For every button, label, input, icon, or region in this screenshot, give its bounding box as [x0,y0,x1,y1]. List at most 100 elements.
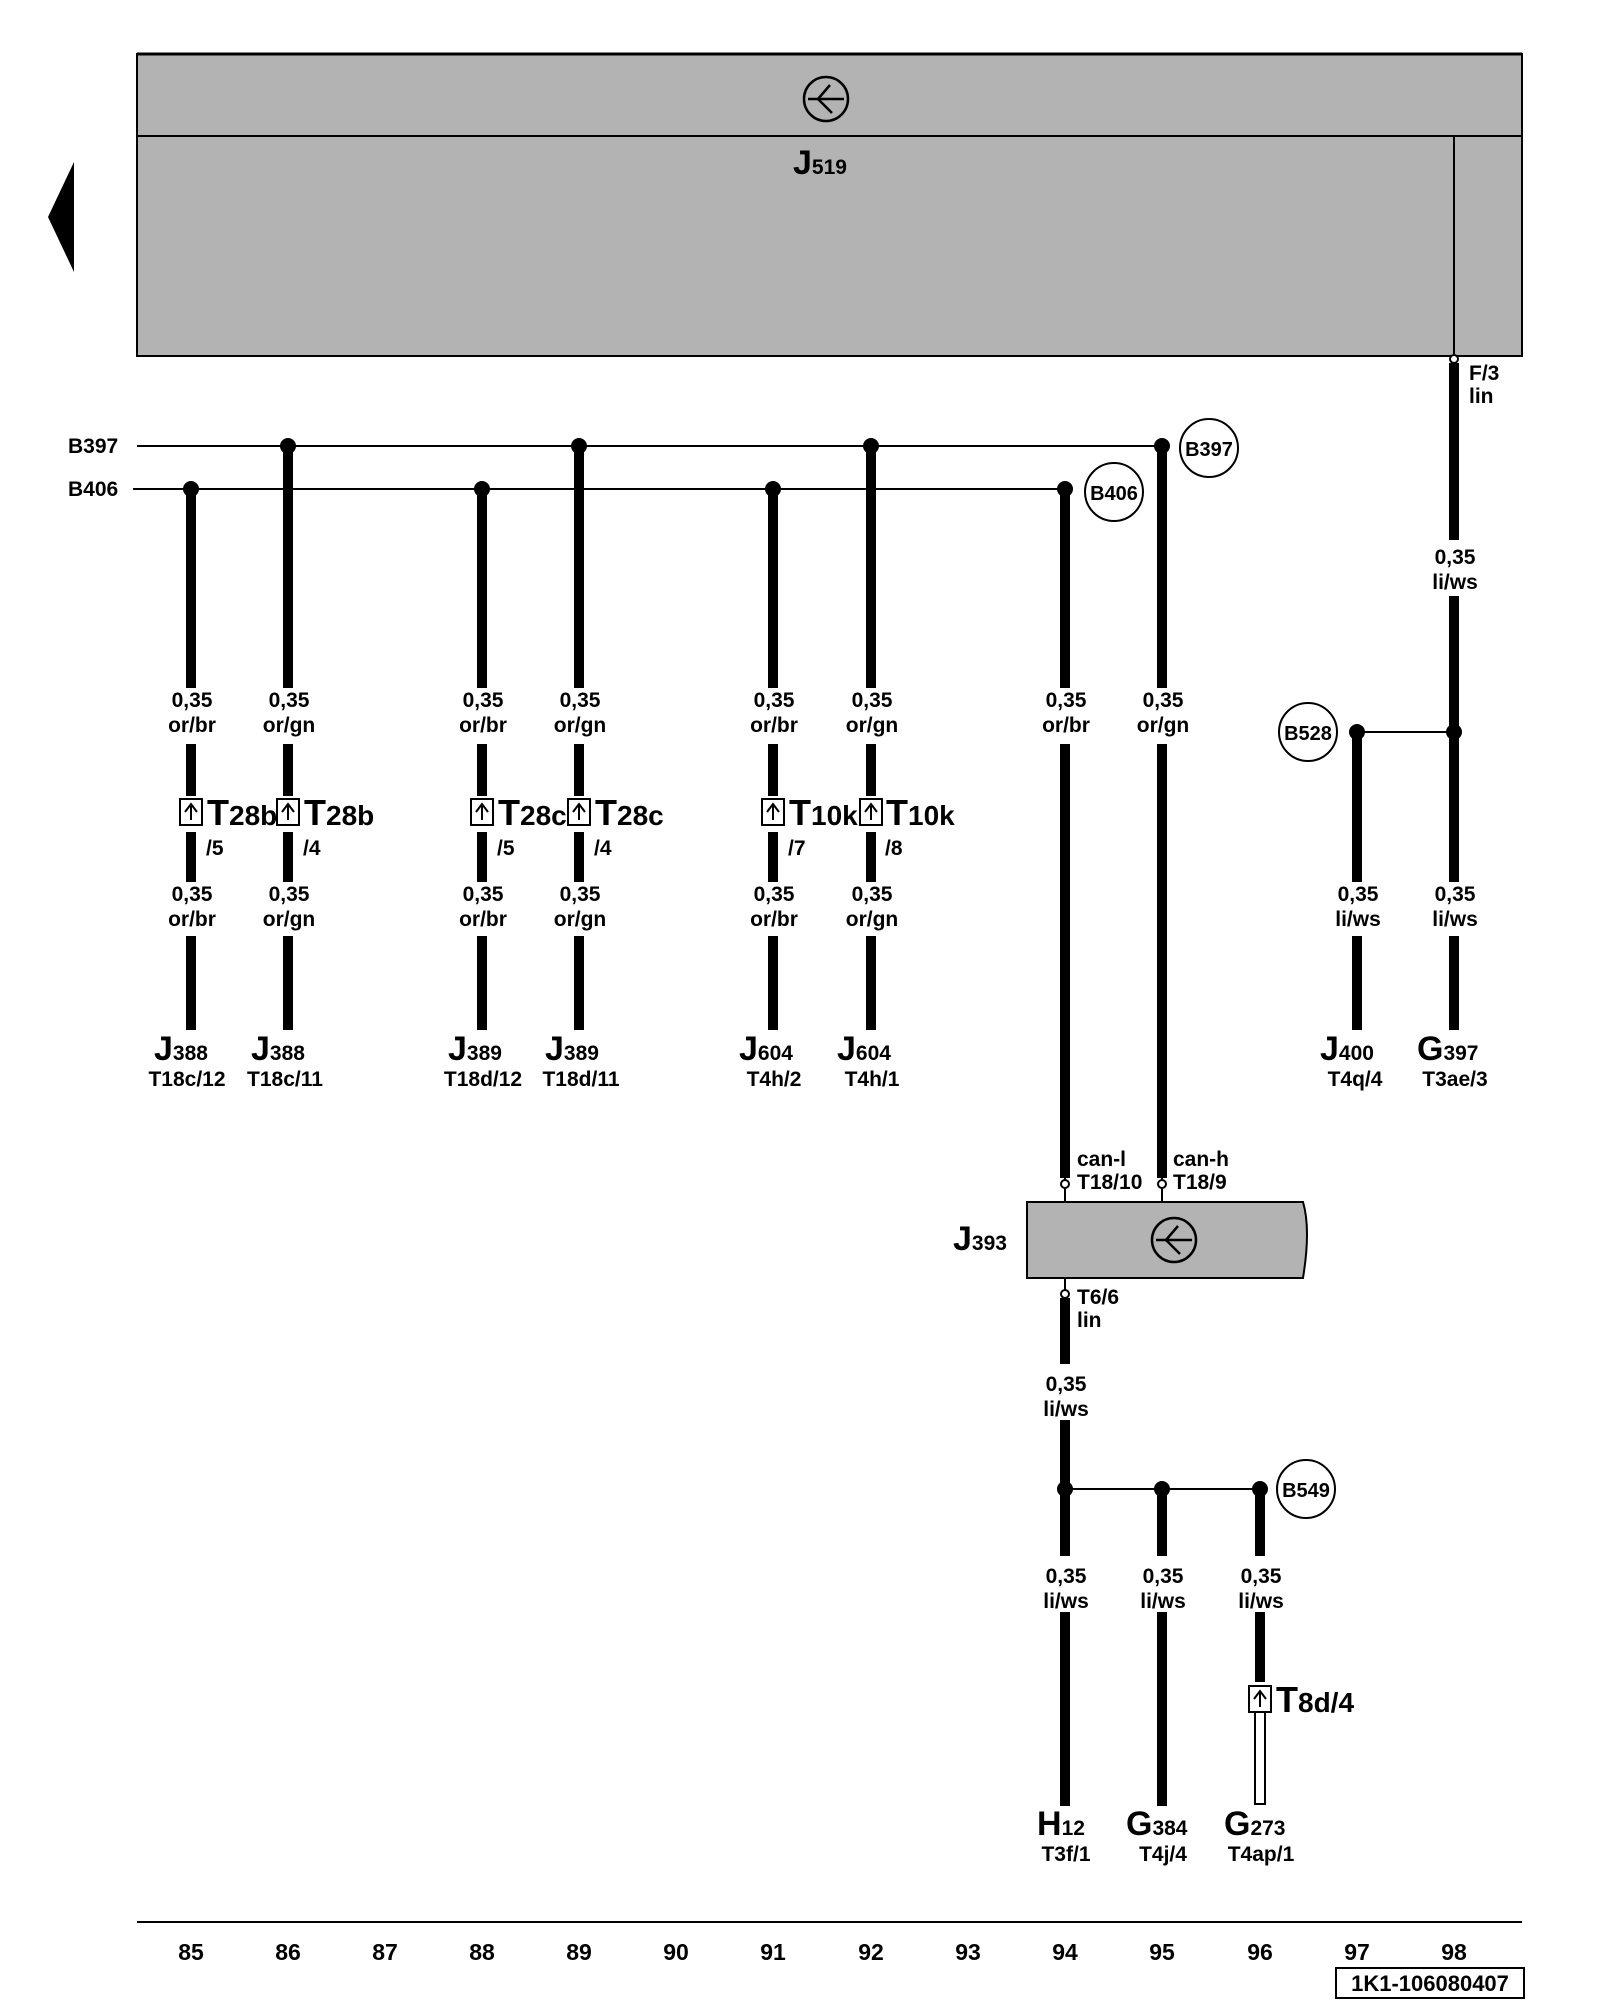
component-j389-t18d-11: J389 T18d/11 [542,1030,619,1091]
svg-text:92: 92 [858,1939,884,1965]
svg-text:T4q/4: T4q/4 [1328,1068,1383,1091]
svg-text:97: 97 [1344,1939,1370,1965]
lin-output: T6/6 lin 0,35 li/ws [1043,1278,1119,1489]
svg-text:B397: B397 [68,435,118,458]
svg-text:/7: /7 [788,837,806,860]
svg-text:T4j/4: T4j/4 [1139,1843,1187,1866]
svg-text:98: 98 [1441,1939,1467,1965]
svg-text:0,35: 0,35 [172,689,213,712]
svg-text:T10k: T10k [789,792,858,833]
svg-text:0,35: 0,35 [172,883,213,906]
connector-t8d-4: T8d/4 [1248,1679,1354,1720]
reference-code: 1K1-106080407 [1335,1967,1525,1999]
pin-f3: F/3 [1469,362,1499,385]
svg-text:0,35: 0,35 [560,689,601,712]
svg-text:0,35: 0,35 [754,883,795,906]
component-g397: G397 T3ae/3 [1417,1030,1488,1091]
component-j400: J400 T4q/4 [1320,1030,1383,1091]
svg-text:/4: /4 [594,837,612,860]
j519-number: 519 [812,156,847,179]
connector-t28c-5: T28c /5 [470,792,567,860]
pin-t6-6: T6/6 [1077,1286,1119,1309]
svg-text:J388: J388 [154,1030,208,1068]
svg-text:0,35: 0,35 [1143,689,1184,712]
control-unit-symbol-icon [1150,1216,1198,1264]
svg-text:or/br: or/br [168,908,216,931]
svg-text:86: 86 [275,1939,301,1965]
connector-t28c-4: T28c /4 [567,792,664,860]
svg-text:J393: J393 [953,1220,1007,1258]
svg-text:0,35: 0,35 [269,689,310,712]
svg-text:T3f/1: T3f/1 [1041,1843,1090,1866]
component-j604-t4h-1: J604 T4h/1 [837,1030,900,1091]
svg-text:0,35: 0,35 [1241,1565,1282,1588]
svg-text:or/gn: or/gn [1137,714,1190,737]
svg-text:87: 87 [372,1939,398,1965]
svg-text:0,35: 0,35 [463,883,504,906]
pin-t18-9: T18/9 [1173,1171,1227,1194]
svg-text:93: 93 [955,1939,981,1965]
svg-text:H12: H12 [1037,1805,1085,1843]
svg-text:li/ws: li/ws [1238,1590,1284,1613]
svg-text:G384: G384 [1126,1805,1188,1843]
svg-text:or/br: or/br [459,908,507,931]
svg-text:J604: J604 [739,1030,793,1068]
svg-text:G397: G397 [1417,1030,1479,1068]
node-b549: B549 [1276,1459,1336,1519]
svg-text:B406: B406 [68,478,118,501]
svg-text:/4: /4 [303,837,321,860]
svg-text:li/ws: li/ws [1335,908,1381,931]
svg-text:0,35: 0,35 [754,689,795,712]
svg-text:B406: B406 [1090,483,1138,505]
node-b528: B528 [1278,702,1338,762]
connector-t10k-8: T10k /8 [859,792,955,860]
bus-b397: B397 [68,435,1166,458]
svg-text:B549: B549 [1282,1480,1330,1502]
back-arrow-icon[interactable] [48,162,74,272]
svg-text:0,35: 0,35 [1143,1565,1184,1588]
connector-t28b-5: T28b /5 [179,792,277,860]
svg-text:0,35: 0,35 [1046,689,1087,712]
pin-can-h: can-h [1173,1148,1229,1171]
svg-text:95: 95 [1149,1939,1175,1965]
svg-text:li/ws: li/ws [1432,908,1478,931]
svg-text:or/gn: or/gn [263,908,316,931]
svg-text:J400: J400 [1320,1030,1374,1068]
svg-text:0,35: 0,35 [1435,883,1476,906]
svg-text:90: 90 [663,1939,689,1965]
component-j388-t18c-11: J388 T18c/11 [247,1030,323,1091]
svg-text:J519: J519 [793,144,847,182]
connector-t10k-7: T10k /7 [761,792,858,860]
pin-t18-10: T18/10 [1077,1171,1142,1194]
svg-text:85: 85 [178,1939,204,1965]
svg-text:0,35: 0,35 [463,689,504,712]
svg-text:li/ws: li/ws [1432,571,1478,594]
svg-text:0,35: 0,35 [1435,546,1476,569]
svg-text:or/gn: or/gn [554,714,607,737]
control-unit-j393: J393 [953,1201,1308,1279]
svg-text:or/br: or/br [1042,714,1090,737]
svg-text:or/br: or/br [168,714,216,737]
svg-text:0,35: 0,35 [1046,1565,1087,1588]
svg-text:1K1-106080407: 1K1-106080407 [1351,1971,1509,1996]
svg-text:li/ws: li/ws [1140,1590,1186,1613]
svg-text:or/br: or/br [459,714,507,737]
svg-text:J388: J388 [251,1030,305,1068]
lower-lin-branch: 0,35 li/ws 0,35 li/ws 0,35 li/ws [1043,1481,1284,1806]
component-j604-t4h-2: J604 T4h/2 [739,1030,801,1091]
svg-text:0,35: 0,35 [852,689,893,712]
svg-text:T28c: T28c [498,792,567,833]
svg-text:T18d/11: T18d/11 [542,1068,619,1091]
j519-name: J [793,144,812,182]
pin-can-l: can-l [1077,1148,1126,1171]
svg-text:94: 94 [1052,1939,1078,1965]
pin-lin-top: lin [1469,385,1494,408]
svg-text:0,35: 0,35 [1338,883,1379,906]
component-j388-t18c-12: J388 T18c/12 [148,1030,225,1091]
component-h12: H12 T3f/1 [1037,1805,1091,1866]
svg-text:J389: J389 [545,1030,599,1068]
node-b406: B406 [1084,462,1144,522]
node-b397: B397 [1179,418,1239,478]
svg-text:/5: /5 [206,837,224,860]
